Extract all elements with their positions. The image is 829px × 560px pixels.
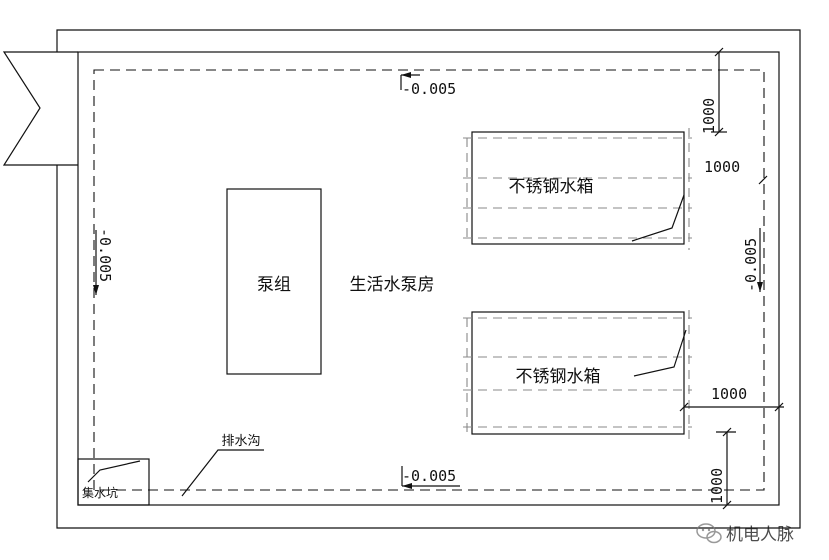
- dimension-top-right: 1000: [700, 47, 727, 137]
- sump-pit: 集水坑: [77, 458, 150, 506]
- svg-text:-0.005: -0.005: [402, 80, 456, 98]
- trench-leader: 排水沟: [181, 434, 264, 497]
- trench-outline: [93, 69, 765, 491]
- svg-text:-0.005: -0.005: [402, 467, 456, 485]
- svg-text:1000: 1000: [700, 98, 718, 134]
- svg-text:1000: 1000: [708, 468, 726, 504]
- room-name: 生活水泵房: [350, 275, 435, 295]
- tank-bottom-label: 不锈钢水箱: [516, 367, 601, 387]
- level-mark-top: -0.005: [400, 72, 456, 98]
- wall-break-symbol: [2, 51, 78, 166]
- level-mark-right: -0.005: [742, 228, 763, 292]
- dimension-upper-gap: 1000: [704, 158, 768, 185]
- stainless-tank-bottom: 不锈钢水箱: [463, 310, 692, 440]
- watermark-text: 机电人脉: [726, 525, 794, 545]
- svg-text:-0.005: -0.005: [742, 238, 760, 292]
- tank-top-label: 不锈钢水箱: [509, 177, 594, 197]
- trench-label: 排水沟: [221, 434, 260, 449]
- pump-unit: [226, 188, 322, 375]
- svg-text:1000: 1000: [711, 385, 747, 403]
- inner-wall: [77, 51, 780, 506]
- watermark: 机电人脉: [696, 523, 794, 545]
- svg-text:-0.005: -0.005: [96, 228, 114, 282]
- level-mark-left: -0.005: [93, 228, 114, 295]
- outer-wall: [56, 29, 801, 529]
- wechat-icon: [696, 523, 722, 544]
- stainless-tank-top: 不锈钢水箱: [463, 128, 692, 250]
- pump-label: 泵组: [257, 275, 291, 295]
- sump-label: 集水坑: [82, 485, 118, 500]
- level-mark-bottom: -0.005: [401, 466, 460, 489]
- dimension-bottom-right: 1000: [708, 427, 736, 510]
- svg-text:1000: 1000: [704, 158, 740, 176]
- dimension-lower-gap: 1000: [679, 385, 784, 412]
